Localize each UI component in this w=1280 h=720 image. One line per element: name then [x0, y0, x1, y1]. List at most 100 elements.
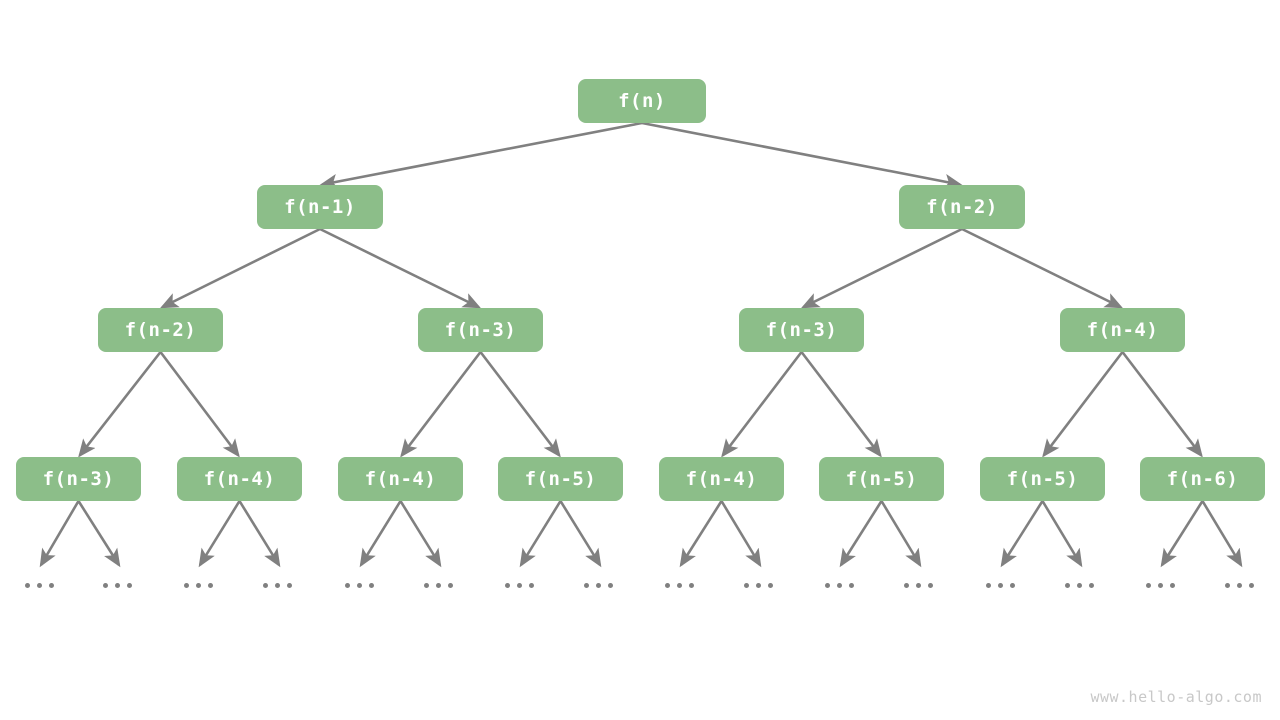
tree-node-n1: f(n-1): [257, 185, 383, 229]
ellipsis-dot: [689, 583, 694, 588]
ellipsis-marker-10: [825, 583, 854, 588]
ellipsis-dot: [768, 583, 773, 588]
edge-n0-to-n2: [641, 121, 963, 190]
edge-n1-to-n11: [159, 227, 321, 309]
ellipsis-dot: [184, 583, 189, 588]
ellipsis-dot: [369, 583, 374, 588]
ellipsis-dot: [103, 583, 108, 588]
edge-n22-to-n221: [1042, 351, 1124, 458]
edge-n0-to-n1: [319, 121, 643, 190]
ellipsis-marker-15: [1225, 583, 1254, 588]
ellipsis-marker-1: [103, 583, 132, 588]
leaf-stub-5: [399, 500, 442, 568]
ellipsis-dot: [448, 583, 453, 588]
edge-n1-to-n12: [319, 227, 482, 309]
ellipsis-dot: [505, 583, 510, 588]
ellipsis-marker-0: [25, 583, 54, 588]
edge-n11-to-n112: [159, 351, 240, 458]
leaf-stub-6: [519, 500, 562, 568]
ellipsis-dot: [744, 583, 749, 588]
ellipsis-dot: [1010, 583, 1015, 588]
tree-node-n221: f(n-5): [980, 457, 1105, 501]
ellipsis-dot: [529, 583, 534, 588]
ellipsis-dot: [677, 583, 682, 588]
ellipsis-dot: [665, 583, 670, 588]
ellipsis-dot: [345, 583, 350, 588]
leaf-stub-10: [839, 500, 883, 568]
ellipsis-dot: [608, 583, 613, 588]
ellipsis-marker-13: [1065, 583, 1094, 588]
tree-edges: [78, 121, 1203, 458]
ellipsis-dot: [517, 583, 522, 588]
ellipsis-marker-7: [584, 583, 613, 588]
ellipsis-marker-4: [345, 583, 374, 588]
tree-node-n222: f(n-6): [1140, 457, 1265, 501]
ellipsis-dot: [196, 583, 201, 588]
tree-node-n121: f(n-4): [338, 457, 463, 501]
tree-node-n11: f(n-2): [98, 308, 223, 352]
ellipsis-dot: [916, 583, 921, 588]
tree-node-n0: f(n): [578, 79, 706, 123]
ellipsis-dot: [1225, 583, 1230, 588]
ellipsis-dot: [357, 583, 362, 588]
ellipsis-dot: [756, 583, 761, 588]
edge-n22-to-n222: [1121, 351, 1203, 458]
ellipsis-dot: [904, 583, 909, 588]
leaf-stub-8: [679, 500, 723, 568]
ellipsis-dot: [1146, 583, 1151, 588]
leaf-stub-13: [1041, 500, 1083, 568]
tree-node-n21: f(n-3): [739, 308, 864, 352]
leaf-stub-0: [39, 500, 80, 568]
ellipsis-dot: [1077, 583, 1082, 588]
tree-node-n2: f(n-2): [899, 185, 1025, 229]
leaf-stub-4: [359, 500, 402, 568]
ellipsis-dot: [928, 583, 933, 588]
edge-n21-to-n211: [721, 351, 803, 458]
leaf-stub-3: [238, 500, 281, 568]
ellipsis-dot: [424, 583, 429, 588]
leaf-stub-14: [1160, 500, 1204, 568]
ellipsis-dot: [263, 583, 268, 588]
ellipsis-marker-3: [263, 583, 292, 588]
ellipsis-dot: [37, 583, 42, 588]
edge-n12-to-n122: [479, 351, 561, 458]
ellipsis-dot: [584, 583, 589, 588]
watermark: www.hello-algo.com: [1090, 688, 1262, 706]
leaf-stub-1: [77, 500, 121, 568]
ellipsis-dot: [275, 583, 280, 588]
leaf-stub-15: [1201, 500, 1243, 568]
tree-node-n112: f(n-4): [177, 457, 302, 501]
edge-n21-to-n212: [800, 351, 882, 458]
ellipsis-marker-14: [1146, 583, 1175, 588]
ellipsis-marker-2: [184, 583, 213, 588]
leaf-stub-2: [198, 500, 241, 568]
ellipsis-dot: [1065, 583, 1070, 588]
ellipsis-marker-6: [505, 583, 534, 588]
tree-node-n22: f(n-4): [1060, 308, 1185, 352]
ellipsis-dot: [596, 583, 601, 588]
ellipsis-dot: [1158, 583, 1163, 588]
ellipsis-dot: [436, 583, 441, 588]
ellipsis-marker-12: [986, 583, 1015, 588]
tree-node-n211: f(n-4): [659, 457, 784, 501]
edge-n2-to-n21: [800, 227, 963, 309]
tree-node-n212: f(n-5): [819, 457, 944, 501]
edge-n11-to-n111: [78, 351, 162, 458]
ellipsis-dot: [49, 583, 54, 588]
leaf-stub-edges: [39, 500, 1243, 568]
ellipsis-dot: [1237, 583, 1242, 588]
tree-node-n111: f(n-3): [16, 457, 141, 501]
ellipsis-dot: [127, 583, 132, 588]
edge-n2-to-n22: [961, 227, 1124, 309]
ellipsis-marker-11: [904, 583, 933, 588]
leaf-stub-12: [1000, 500, 1044, 568]
edge-n12-to-n121: [400, 351, 482, 458]
ellipsis-dot: [25, 583, 30, 588]
leaf-stub-11: [880, 500, 922, 568]
leaf-stub-7: [559, 500, 602, 568]
ellipsis-dot: [1249, 583, 1254, 588]
leaf-stub-9: [720, 500, 762, 568]
ellipsis-dot: [287, 583, 292, 588]
